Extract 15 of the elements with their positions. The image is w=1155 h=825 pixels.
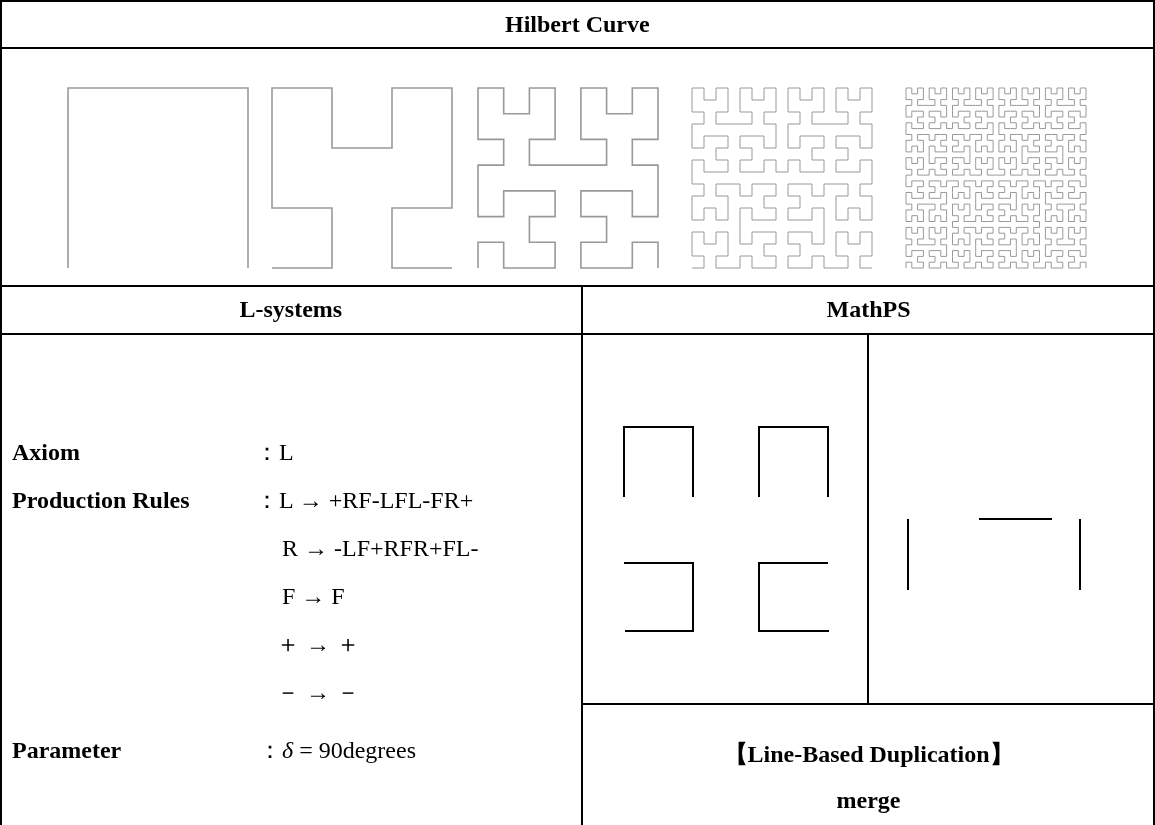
rule-text: ＋ → ＋ [276, 630, 360, 658]
rule-text: ：L → +RF-LFL-FR+ [255, 486, 474, 514]
rule-text: － → － [276, 678, 360, 706]
table-title: Hilbert Curve [505, 10, 650, 38]
rule-text: ：δ = 90degrees [258, 736, 416, 764]
rule-text: F → F [282, 582, 345, 610]
column-header: L-systems [239, 295, 343, 323]
rule-text: ：L [255, 438, 294, 466]
rule-text: R → -LF+RFR+FL- [282, 534, 479, 562]
column-header: MathPS [826, 295, 911, 323]
row-label: Axiom [12, 438, 80, 466]
section-heading: merge [836, 786, 901, 814]
section-heading: 【Line-Based Duplication】 [723, 740, 1014, 768]
row-label: Parameter [12, 736, 122, 764]
row-label: Production Rules [12, 486, 190, 514]
